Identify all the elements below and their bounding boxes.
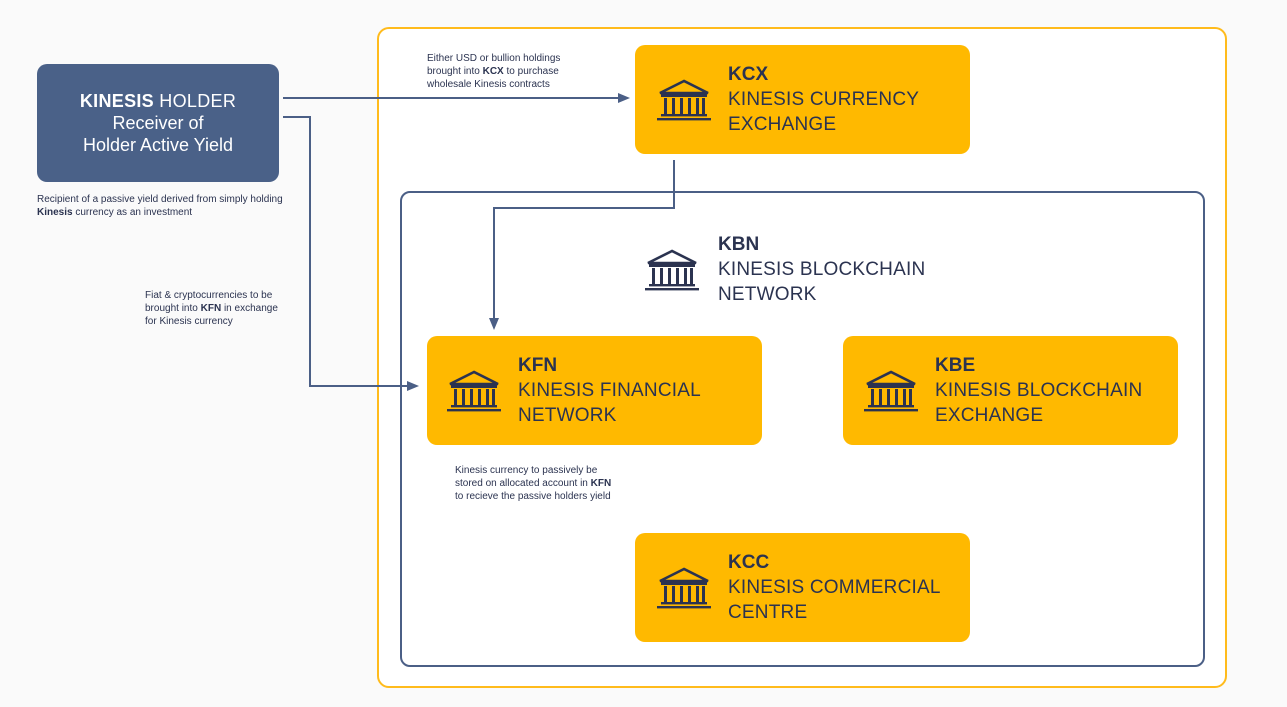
holder-note: Recipient of a passive yield derived fro… xyxy=(37,194,283,218)
bank-icon xyxy=(644,249,700,292)
kfn-label: KFN KINESIS FINANCIAL NETWORK xyxy=(518,354,701,426)
kfn-node: KFN KINESIS FINANCIAL NETWORK xyxy=(427,336,762,445)
kbn-label: KBN KINESIS BLOCKCHAIN NETWORK xyxy=(718,234,926,305)
kfn-storage-note: Kinesis currency to passively be stored … xyxy=(455,465,612,502)
kcc-node: KCC KINESIS COMMERCIAL CENTRE xyxy=(635,533,970,642)
bank-icon xyxy=(446,370,502,413)
holder-subtitle-line2: Holder Active Yield xyxy=(82,135,234,155)
kbe-label: KBE KINESIS BLOCKCHAIN EXCHANGE xyxy=(935,354,1143,426)
holder-title: KINESIS HOLDER xyxy=(79,91,237,111)
kcc-label: KCC KINESIS COMMERCIAL CENTRE xyxy=(728,551,941,623)
kbe-node: KBE KINESIS BLOCKCHAIN EXCHANGE xyxy=(843,336,1178,445)
kbn-node: KBN KINESIS BLOCKCHAIN NETWORK xyxy=(644,233,974,307)
kcx-input-note: Either USD or bullion holdings brought i… xyxy=(427,53,561,90)
fiat-input-note: Fiat & cryptocurrencies to be brought in… xyxy=(145,290,278,327)
bank-icon xyxy=(863,370,919,413)
kcx-label: KCX KINESIS CURRENCY EXCHANGE xyxy=(728,63,920,135)
bank-icon xyxy=(656,567,712,610)
kcx-node: KCX KINESIS CURRENCY EXCHANGE xyxy=(635,45,970,154)
kinesis-holder-node: KINESIS HOLDER Receiver of Holder Active… xyxy=(37,64,279,182)
bank-icon xyxy=(656,79,712,122)
holder-subtitle-line1: Receiver of xyxy=(112,113,204,133)
